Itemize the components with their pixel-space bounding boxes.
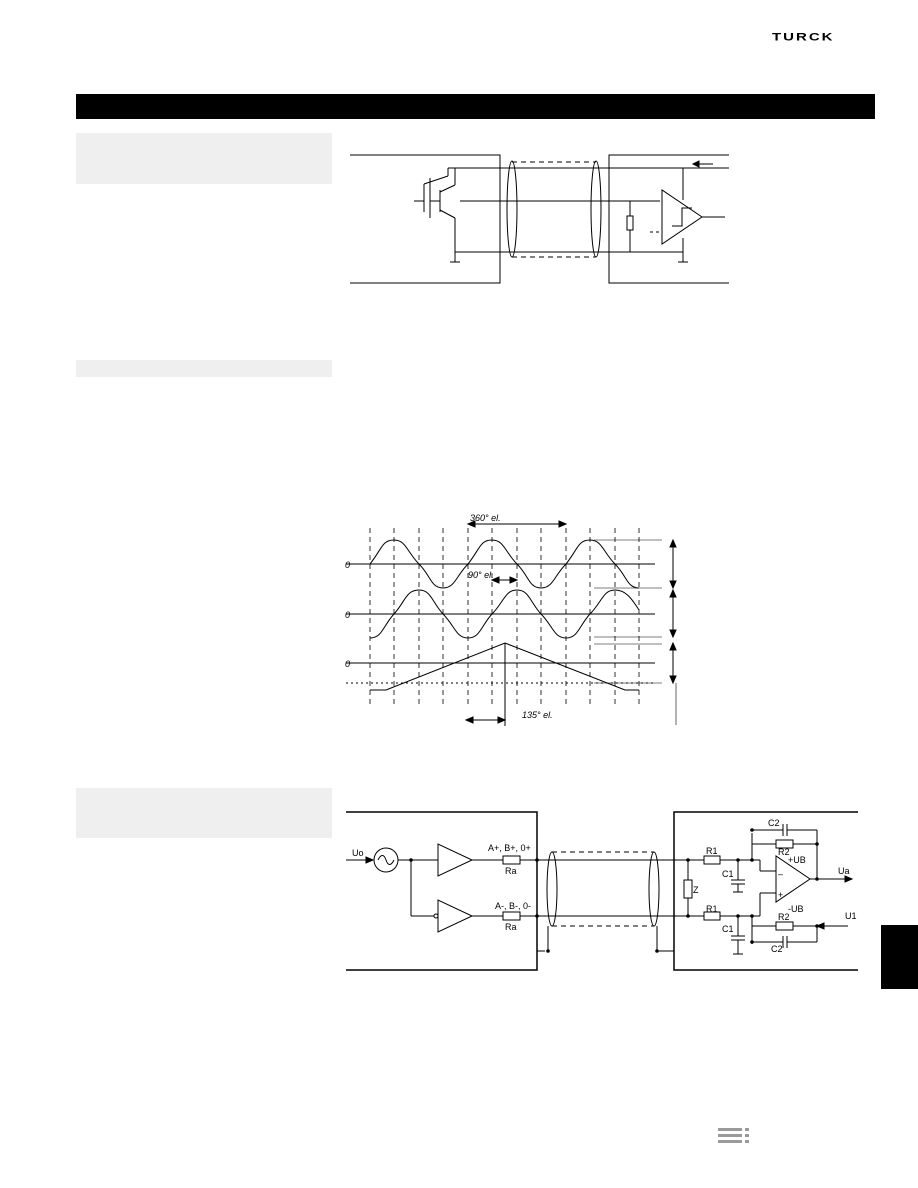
zero-label-b: 0 bbox=[345, 610, 350, 620]
out-neg-label: A-, B-, 0- bbox=[495, 901, 531, 911]
ua-label: Ua bbox=[838, 866, 850, 876]
uo-label: Uo bbox=[352, 848, 364, 858]
ra-top-label: Ra bbox=[505, 866, 517, 876]
angle-135-label: 135° el. bbox=[522, 710, 553, 720]
c2-top-label: C2 bbox=[768, 818, 780, 828]
ra-bottom-label: Ra bbox=[505, 922, 517, 932]
u1-label: U1 bbox=[845, 911, 857, 921]
c1-bottom-label: C1 bbox=[722, 924, 734, 934]
r1-bottom-label: R1 bbox=[706, 904, 718, 914]
r1-top-label: R1 bbox=[706, 846, 718, 856]
c1-top-label: C1 bbox=[722, 869, 734, 879]
zero-label-a: 0 bbox=[345, 560, 350, 570]
page-list-icon bbox=[718, 1128, 749, 1143]
chapter-tab bbox=[881, 925, 918, 989]
ub-pos-label: +UB bbox=[788, 855, 806, 865]
opamp-plus-label: + bbox=[778, 890, 783, 900]
angle-90-label: 90° el. bbox=[468, 570, 494, 580]
left-heading-box-2 bbox=[76, 360, 332, 377]
ub-neg-label: -UB bbox=[788, 904, 804, 914]
angle-360-label: 360° el. bbox=[470, 513, 501, 523]
r2-top-label: R2 bbox=[778, 847, 790, 857]
r2-bottom-label: R2 bbox=[778, 912, 790, 922]
out-pos-label: A+, B+, 0+ bbox=[488, 843, 531, 853]
turck-logo: TURCK bbox=[772, 31, 835, 44]
opamp-minus-label: – bbox=[778, 869, 783, 879]
zero-label-z: 0 bbox=[345, 659, 350, 669]
z-label: Z bbox=[693, 885, 699, 895]
left-heading-box-3 bbox=[76, 788, 332, 838]
section-title-bar bbox=[76, 94, 875, 119]
c2-bottom-label: C2 bbox=[771, 944, 783, 954]
left-heading-box-1 bbox=[76, 133, 332, 184]
